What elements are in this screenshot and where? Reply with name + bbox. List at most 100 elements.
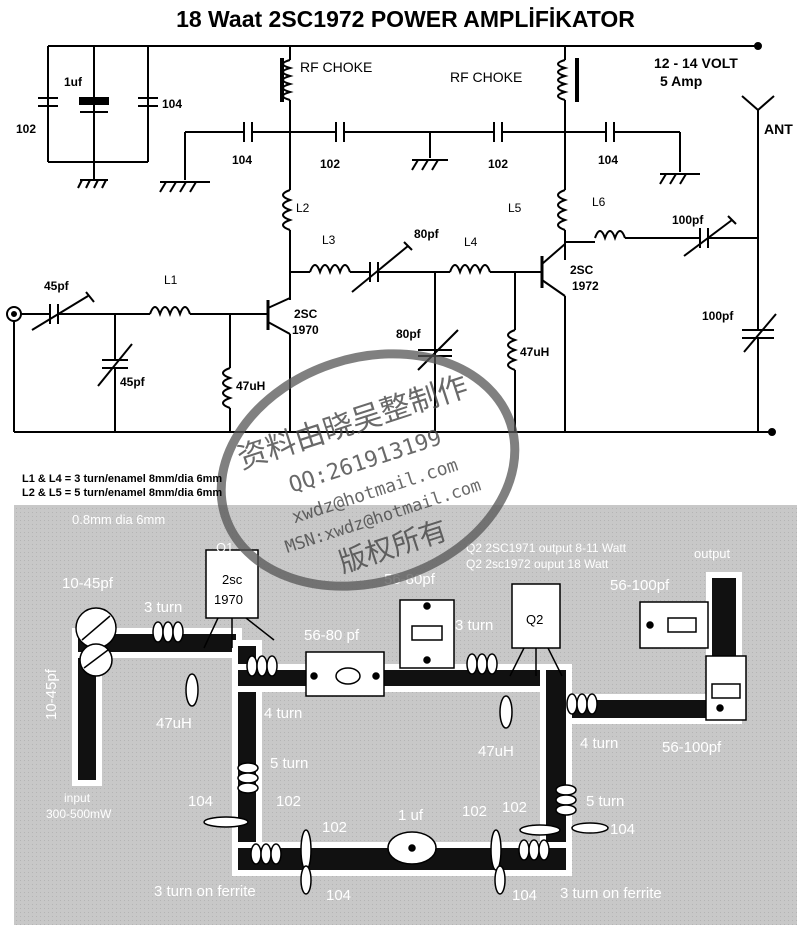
schematic-labels: 12 - 14 VOLT 5 Amp ANT RF CHOKE RF CHOKE… — [16, 55, 793, 393]
coil-notes: L1 & L4 = 3 turn/enamel 8mm/dia 6mm L2 &… — [22, 472, 222, 500]
trimmer-56-100-b — [705, 655, 747, 721]
trimmer-80pf-a — [351, 241, 413, 293]
rf-choke-2 — [557, 59, 569, 101]
coil-4-turn-a — [246, 655, 278, 677]
transistor-label: 1970 — [292, 323, 319, 337]
q1-label: Q1 — [216, 540, 233, 555]
cap-label: 104 — [326, 887, 351, 904]
coil-5-turn-b — [555, 784, 577, 816]
coil-ferrite-a — [250, 843, 282, 865]
cap-102-pcb — [490, 829, 502, 871]
coil-label: 4 turn — [580, 735, 618, 752]
antenna-label: ANT — [764, 121, 793, 137]
trimmer-56-80-b — [305, 651, 385, 697]
cap-1uf — [79, 97, 109, 113]
choke-47uh-a — [185, 673, 199, 707]
cap-label: 80pf — [414, 227, 440, 241]
schematic — [6, 42, 777, 436]
coil-label: 3 turn on ferrite — [154, 883, 256, 900]
transistor-label: 1972 — [572, 279, 599, 293]
coil-5-turn-a — [237, 762, 259, 794]
cap-label: 100pf — [702, 309, 734, 323]
supply-current-label: 5 Amp — [660, 73, 702, 89]
transistor-label: 2SC — [294, 307, 318, 321]
inductor-l1 — [149, 306, 191, 317]
inductor-label: L2 — [296, 201, 310, 215]
inductor-l5 — [557, 189, 568, 231]
inductor-label: 47uH — [236, 379, 265, 393]
cap-104-pcb — [494, 865, 506, 895]
supply-voltage-label: 12 - 14 VOLT — [654, 55, 738, 71]
cap-104-pcb — [571, 822, 609, 834]
cap-label: 104 — [188, 793, 213, 810]
ground-symbol — [159, 181, 210, 193]
pcb-components — [75, 549, 747, 895]
inductor-label: L5 — [508, 201, 522, 215]
trimmer-label: 10-45pf — [43, 668, 60, 720]
rf-choke-label-2: RF CHOKE — [450, 69, 522, 85]
cap-104-left — [138, 97, 158, 107]
coil-label: 5 turn — [586, 793, 624, 810]
choke-47uh-b — [499, 695, 513, 729]
q2-label: Q2 — [526, 612, 543, 627]
coil-3-turn-b — [466, 653, 498, 675]
inductor-47uh-a — [222, 367, 233, 409]
trimmer-45pf-a — [31, 291, 95, 331]
coil-label: 3 turn — [144, 599, 182, 616]
pcb-labels: 0.8mm dia 6mm Q1 2sc 1970 Q2 2SC1971 out… — [43, 512, 731, 904]
antenna-symbol — [741, 95, 775, 111]
q1-label: 1970 — [214, 592, 243, 607]
ground-symbol — [411, 159, 448, 171]
coil-label: 3 turn — [455, 617, 493, 634]
cap-102-b — [493, 122, 503, 142]
cap-label: 45pf — [44, 279, 70, 293]
q1-label: 2sc — [222, 572, 243, 587]
output-label: output — [694, 546, 731, 561]
inductor-label: 47uH — [520, 345, 549, 359]
rf-choke-1 — [282, 59, 294, 101]
inductor-l2 — [282, 189, 293, 231]
trimmer-label: 10-45pf — [62, 575, 114, 592]
page-title: 18 Waat 2SC1972 POWER AMPLİFİKATOR — [176, 6, 635, 32]
inductor-label: L3 — [322, 233, 336, 247]
cap-104-a — [243, 122, 253, 142]
cap-102-left — [38, 97, 58, 107]
input-label: input — [64, 791, 91, 805]
cap-label: 104 — [512, 887, 537, 904]
coil-label: 4 turn — [264, 705, 302, 722]
q2-note: Q2 2SC1971 output 8-11 Watt — [466, 541, 627, 555]
input-power-label: 300-500mW — [46, 807, 112, 821]
cap-102-a — [335, 122, 345, 142]
transistor-q1-pcb — [203, 549, 275, 649]
inductor-label: L6 — [592, 195, 606, 209]
cap-label: 102 — [320, 157, 340, 171]
cap-label: 45pf — [120, 375, 146, 389]
cap-102-pcb — [300, 829, 312, 871]
cap-label: 80pf — [396, 327, 422, 341]
cap-label: 100pf — [672, 213, 704, 227]
trimmer-label: 56-100pf — [610, 577, 670, 594]
cap-104-pcb — [203, 816, 249, 828]
coil-3-turn-a — [152, 621, 184, 643]
cap-label: 102 — [276, 793, 301, 810]
trimmer-56-80-a — [399, 599, 455, 669]
inductor-l3 — [309, 264, 351, 275]
cap-label: 102 — [16, 122, 36, 136]
trimmer-10-45 — [75, 607, 117, 677]
cap-102-pcb — [519, 824, 561, 836]
cap-label: 104 — [232, 153, 252, 167]
choke-label: 47uH — [156, 715, 192, 732]
coil-ferrite-b — [518, 839, 550, 861]
cap-label: 102 — [502, 799, 527, 816]
cap-label: 104 — [162, 97, 182, 111]
choke-label: 47uH — [478, 743, 514, 760]
wire-spec-label: 0.8mm dia 6mm — [72, 512, 165, 527]
inductor-l4 — [449, 264, 491, 275]
cap-label: 1 uf — [398, 807, 424, 824]
trimmer-56-100-a — [639, 601, 709, 649]
ground-symbol — [77, 162, 108, 189]
coil-note: L2 & L5 = 5 turn/enamel 8mm/dia 6mm — [22, 487, 223, 499]
transistor-q2-pcb — [509, 583, 563, 677]
q2-note: Q2 2sc1972 ouput 18 Watt — [466, 557, 609, 571]
